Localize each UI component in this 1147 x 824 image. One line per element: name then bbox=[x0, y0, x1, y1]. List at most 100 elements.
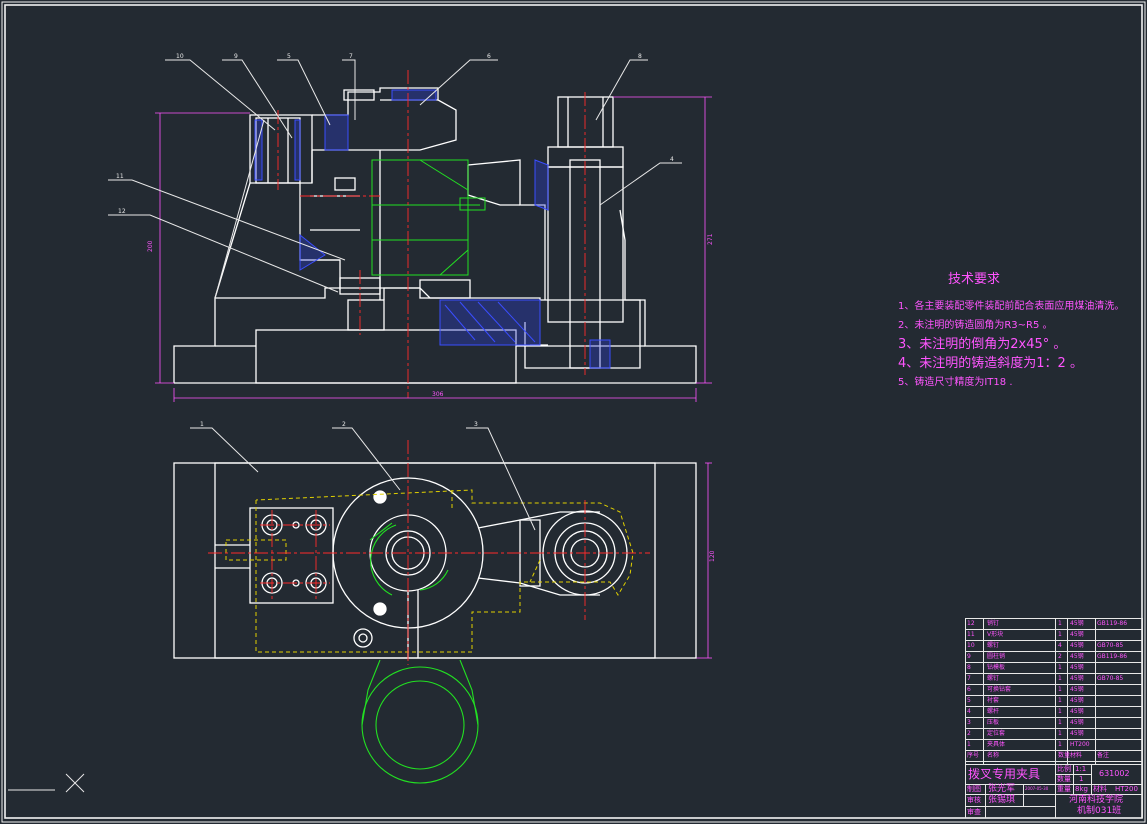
bom-row-divider bbox=[965, 739, 1143, 740]
bom-cell-name: V形块 bbox=[987, 631, 1004, 638]
check-label: 审核 bbox=[967, 796, 981, 804]
weight-label: 重量 bbox=[1057, 785, 1071, 793]
tech-note-5: 5、铸造尺寸精度为IT18 . bbox=[898, 377, 1013, 388]
bom-cell-no: 10 bbox=[967, 642, 975, 649]
scale-label: 比例 bbox=[1057, 765, 1071, 773]
tech-requirements-title: 技术要求 bbox=[948, 272, 1001, 287]
drawn-label: 制图 bbox=[967, 785, 981, 793]
bom-cell-name: 螺钉 bbox=[987, 642, 1000, 649]
bom-cell-qty: 1 bbox=[1058, 620, 1062, 627]
bom-cell-no: 12 bbox=[967, 620, 975, 627]
bom-cell-name: 圆柱销 bbox=[987, 653, 1006, 660]
workpiece-front bbox=[371, 159, 486, 276]
bom-cell-no: 3 bbox=[967, 719, 971, 726]
balloon-2: 2 bbox=[342, 421, 346, 428]
dim-label-depth: 120 bbox=[709, 550, 716, 562]
balloon-5: 5 bbox=[287, 53, 291, 60]
balloon-1: 1 bbox=[200, 421, 204, 428]
drawn-by: 张光军 bbox=[988, 784, 1016, 794]
ucs-icon bbox=[8, 773, 85, 793]
bom-cell-material: 45钢 bbox=[1070, 730, 1084, 737]
bom-cell-material: 45钢 bbox=[1070, 719, 1084, 726]
balloon-9: 9 bbox=[234, 53, 238, 60]
tech-note-1: 1、各主要装配零件装配前配合表面应用煤油清洗。 bbox=[898, 301, 1125, 312]
bom-cell-name: 可换钻套 bbox=[987, 686, 1012, 693]
bom-cell-no: 5 bbox=[967, 697, 971, 704]
bom-row-divider bbox=[965, 695, 1143, 696]
bom-cell-name: 衬套 bbox=[987, 697, 1000, 704]
dim-label-height-right: 271 bbox=[707, 233, 714, 245]
qty-label: 数量 bbox=[1057, 775, 1071, 783]
bom-row-divider bbox=[965, 651, 1143, 652]
bom-cell-material: HT200 bbox=[1070, 741, 1090, 748]
technical-requirements: 技术要求 1、各主要装配零件装配前配合表面应用煤油清洗。 2、未注明的铸造圆角为… bbox=[898, 268, 1147, 392]
bom-cell-name: 螺钉 bbox=[987, 675, 1000, 682]
bom-cell-std: GB70-85 bbox=[1097, 675, 1124, 682]
bom-row-divider bbox=[965, 728, 1143, 729]
bom-cell-qty: 1 bbox=[1058, 741, 1062, 748]
class-name: 机制031班 bbox=[1077, 806, 1122, 816]
bom-cell-no: 11 bbox=[967, 631, 975, 638]
center-lines-front bbox=[277, 70, 586, 398]
workpiece-top bbox=[361, 522, 479, 784]
bom-cell-no: 4 bbox=[967, 708, 971, 715]
balloon-3: 3 bbox=[474, 421, 478, 428]
bom-cell-std: GB119-86 bbox=[1097, 653, 1128, 660]
dimension-texts: 306 200 120 271 bbox=[147, 233, 716, 562]
bom-row-divider bbox=[965, 673, 1143, 674]
balloon-labels-top: 1 2 3 bbox=[200, 421, 478, 428]
bom-cell-std: GB119-86 bbox=[1097, 620, 1128, 627]
bom-cell-no: 6 bbox=[967, 686, 971, 693]
bom-row-divider bbox=[965, 717, 1143, 718]
dim-label-width: 306 bbox=[432, 391, 444, 398]
bom-cell-material: 45钢 bbox=[1070, 708, 1084, 715]
drawing-name: 拨叉专用夹具 bbox=[968, 767, 1041, 781]
scale-value: 1:1 bbox=[1075, 765, 1087, 773]
bom-row-divider bbox=[965, 761, 1143, 762]
bom-row-divider bbox=[965, 629, 1143, 630]
tech-note-3: 3、未注明的倒角为2x45° 。 bbox=[898, 337, 1067, 352]
bom-cell-qty: 1 bbox=[1058, 730, 1062, 737]
front-view bbox=[173, 87, 697, 384]
bom-cell-no: 1 bbox=[967, 741, 971, 748]
bom-cell-qty: 1 bbox=[1058, 664, 1062, 671]
hidden-lines-top bbox=[225, 489, 634, 653]
bom-cell-name: 螺杆 bbox=[987, 708, 1000, 715]
bom-header-material: 材料 bbox=[1070, 752, 1083, 759]
balloon-8: 8 bbox=[638, 53, 642, 60]
bom-cell-qty: 4 bbox=[1058, 642, 1062, 649]
material-value: HT200 bbox=[1115, 785, 1138, 793]
bom-cell-material: 45钢 bbox=[1070, 631, 1084, 638]
bom-cell-name: 夹具体 bbox=[987, 741, 1006, 748]
base-outline bbox=[173, 287, 697, 384]
bom-cell-material: 45钢 bbox=[1070, 675, 1084, 682]
tech-note-2: 2、未注明的铸造圆角为R3~R5 。 bbox=[898, 320, 1053, 331]
bom-cell-no: 2 bbox=[967, 730, 971, 737]
dim-label-height-left: 200 bbox=[147, 240, 154, 252]
bom-row-divider bbox=[965, 750, 1143, 751]
bom-row-divider bbox=[965, 640, 1143, 641]
bom-cell-qty: 1 bbox=[1058, 719, 1062, 726]
tech-note-4: 4、未注明的铸造斜度为1：2 。 bbox=[898, 356, 1083, 371]
balloon-12: 12 bbox=[118, 208, 126, 215]
bom-row-divider bbox=[965, 684, 1143, 685]
bom-cell-material: 45钢 bbox=[1070, 686, 1084, 693]
bom-cell-no: 8 bbox=[967, 664, 971, 671]
drawn-date: 2007-05-30 bbox=[1025, 786, 1049, 791]
balloon-6: 6 bbox=[487, 53, 491, 60]
bom-header-name: 名称 bbox=[987, 752, 1000, 759]
base-recess bbox=[255, 329, 517, 384]
leaders-front bbox=[108, 59, 682, 299]
school-name: 河南科技学院 bbox=[1069, 795, 1124, 805]
bom-cell-no: 7 bbox=[967, 675, 971, 682]
bom-cell-qty: 1 bbox=[1058, 631, 1062, 638]
balloon-4: 4 bbox=[670, 156, 674, 163]
dimensions-front bbox=[155, 96, 712, 659]
bom-cell-qty: 2 bbox=[1058, 653, 1062, 660]
bom-cell-name: 钻模板 bbox=[987, 664, 1006, 671]
balloon-10: 10 bbox=[176, 53, 184, 60]
drawing-frame-inner bbox=[4, 4, 1143, 819]
